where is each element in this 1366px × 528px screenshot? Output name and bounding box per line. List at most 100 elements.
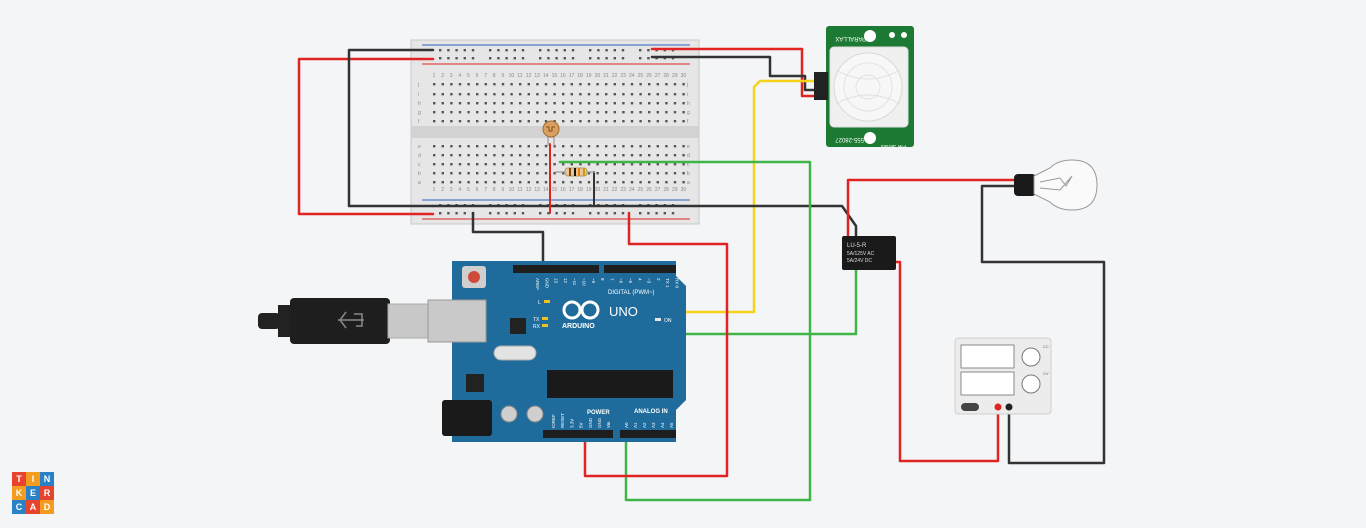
rail-hole[interactable]	[597, 212, 600, 215]
hole[interactable]	[613, 111, 616, 114]
hole[interactable]	[605, 83, 608, 86]
hole[interactable]	[501, 111, 505, 114]
hole[interactable]	[656, 120, 659, 123]
hole[interactable]	[493, 102, 496, 105]
hole[interactable]	[553, 120, 556, 123]
hole[interactable]	[527, 111, 530, 114]
rail-hole[interactable]	[521, 49, 525, 52]
hole[interactable]	[622, 154, 625, 157]
hole[interactable]	[450, 102, 453, 105]
header-top-right[interactable]	[604, 265, 676, 273]
hole[interactable]	[510, 163, 513, 166]
hole[interactable]	[673, 102, 677, 105]
rail-hole[interactable]	[513, 57, 516, 60]
hole[interactable]	[544, 163, 548, 166]
rail-hole[interactable]	[621, 49, 625, 52]
hole[interactable]	[570, 83, 573, 86]
rail-hole[interactable]	[439, 212, 442, 215]
hole[interactable]	[682, 172, 685, 175]
hole[interactable]	[579, 181, 582, 184]
hole[interactable]	[501, 93, 505, 96]
hole[interactable]	[673, 181, 677, 184]
hole[interactable]	[579, 102, 582, 105]
hole[interactable]	[493, 163, 496, 166]
hole[interactable]	[648, 154, 651, 157]
hole[interactable]	[587, 102, 591, 105]
hole[interactable]	[476, 163, 479, 166]
hole[interactable]	[648, 120, 651, 123]
wire-red-5v[interactable]	[583, 211, 729, 478]
rail-hole[interactable]	[563, 57, 566, 60]
hole[interactable]	[484, 181, 487, 184]
hole[interactable]	[682, 120, 685, 123]
rail-hole[interactable]	[489, 212, 492, 215]
rail-hole[interactable]	[471, 49, 475, 52]
hole[interactable]	[553, 102, 556, 105]
hole[interactable]	[656, 111, 659, 114]
hole[interactable]	[656, 145, 659, 148]
hole[interactable]	[467, 120, 470, 123]
hole[interactable]	[630, 120, 634, 123]
hole[interactable]	[536, 172, 539, 175]
hole[interactable]	[544, 93, 548, 96]
hole[interactable]	[682, 93, 685, 96]
rail-hole[interactable]	[463, 212, 466, 215]
hole[interactable]	[458, 181, 462, 184]
hole[interactable]	[630, 163, 634, 166]
hole[interactable]	[484, 172, 487, 175]
hole[interactable]	[562, 181, 565, 184]
hole[interactable]	[510, 145, 513, 148]
rail-hole[interactable]	[621, 212, 625, 215]
hole[interactable]	[527, 163, 530, 166]
hole[interactable]	[484, 163, 487, 166]
hole[interactable]	[673, 145, 677, 148]
rail-hole[interactable]	[497, 57, 500, 60]
hole[interactable]	[570, 102, 573, 105]
hole[interactable]	[613, 172, 616, 175]
hole[interactable]	[673, 163, 677, 166]
hole[interactable]	[605, 120, 608, 123]
hole[interactable]	[665, 145, 668, 148]
rail-hole[interactable]	[671, 212, 675, 215]
hole[interactable]	[484, 93, 487, 96]
pir-header[interactable]	[814, 72, 828, 100]
hole[interactable]	[665, 83, 668, 86]
hole[interactable]	[450, 181, 453, 184]
hole[interactable]	[587, 154, 591, 157]
hole[interactable]	[673, 120, 677, 123]
hole[interactable]	[441, 154, 444, 157]
hole[interactable]	[484, 154, 487, 157]
hole[interactable]	[544, 172, 548, 175]
knob-current[interactable]	[1021, 347, 1041, 367]
hole[interactable]	[639, 163, 642, 166]
rail-hole[interactable]	[555, 57, 558, 60]
rail-hole[interactable]	[597, 49, 600, 52]
photoresistor[interactable]	[542, 120, 560, 146]
hole[interactable]	[433, 154, 436, 157]
hole[interactable]	[596, 120, 599, 123]
hole[interactable]	[441, 172, 444, 175]
hole[interactable]	[587, 93, 591, 96]
hole[interactable]	[519, 120, 522, 123]
hole[interactable]	[510, 181, 513, 184]
hole[interactable]	[450, 93, 453, 96]
light-bulb[interactable]	[1014, 159, 1098, 211]
hole[interactable]	[527, 181, 530, 184]
hole[interactable]	[622, 93, 625, 96]
hole[interactable]	[484, 120, 487, 123]
hole[interactable]	[579, 163, 582, 166]
rail-hole[interactable]	[489, 57, 492, 60]
hole[interactable]	[579, 83, 582, 86]
hole[interactable]	[441, 145, 444, 148]
hole[interactable]	[476, 181, 479, 184]
hole[interactable]	[519, 111, 522, 114]
hole[interactable]	[622, 120, 625, 123]
rail-hole[interactable]	[497, 212, 500, 215]
hole[interactable]	[501, 120, 505, 123]
hole[interactable]	[656, 102, 659, 105]
hole[interactable]	[596, 163, 599, 166]
hole[interactable]	[570, 111, 573, 114]
hole[interactable]	[570, 154, 573, 157]
rail-hole[interactable]	[613, 57, 616, 60]
hole[interactable]	[536, 181, 539, 184]
